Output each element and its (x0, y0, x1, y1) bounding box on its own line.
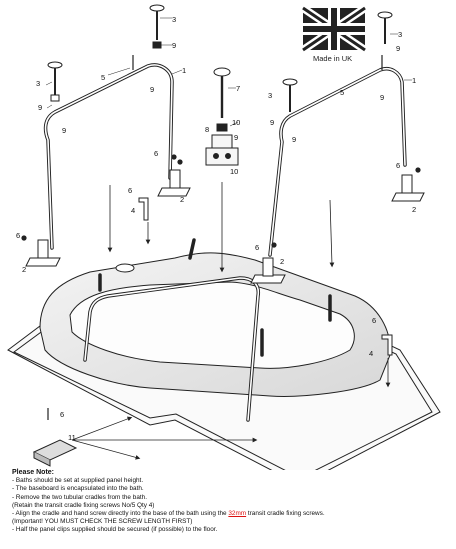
callout-9: 9 (292, 135, 296, 144)
note-line-5: - Align the cradle and hand screw direct… (12, 510, 452, 518)
note-line-4: (Retain the transit cradle fixing screws… (12, 501, 155, 509)
note-line-3: - Remove the two tubular cradles from th… (12, 493, 147, 501)
adjustable-foot-right (282, 11, 393, 112)
bath-assembly-diagram: 3 9 1 5 9 3 9 9 6 2 6 4 6 2 7 10 8 9 10 … (7, 4, 441, 470)
left-cradle-frame (43, 63, 174, 250)
callout-3: 3 (172, 15, 176, 24)
callout-6: 6 (255, 243, 259, 252)
panel-clip (32, 439, 78, 467)
callout-9: 9 (396, 44, 400, 53)
callout-4: 4 (369, 349, 373, 358)
callout-2: 2 (280, 257, 284, 266)
callout-5: 5 (340, 88, 344, 97)
fitted-cradles (83, 238, 332, 422)
callout-11: 11 (68, 433, 76, 442)
callout-4: 4 (131, 206, 135, 215)
l-brackets (138, 197, 393, 356)
right-cradle-frame (268, 67, 407, 257)
callout-9: 9 (234, 133, 238, 142)
centre-support-bracket (205, 134, 239, 166)
callout-6: 6 (372, 316, 376, 325)
screw-size-highlight: 32mm (228, 510, 247, 518)
callout-10: 10 (230, 167, 238, 176)
callout-2: 2 (180, 195, 184, 204)
callout-7: 7 (236, 84, 240, 93)
callout-9: 9 (38, 103, 42, 112)
callout-3: 3 (398, 30, 402, 39)
callout-9: 9 (270, 118, 274, 127)
notes-title: Please Note: (12, 469, 55, 476)
callout-6: 6 (154, 149, 158, 158)
made-in-label: Made in UK (313, 54, 353, 63)
leader-lines (45, 17, 412, 127)
callout-9: 9 (150, 85, 154, 94)
note-line-2: - The baseboard is encapsulated into the… (12, 485, 144, 493)
callout-2: 2 (412, 205, 416, 214)
note-line-5-post: transit cradle fixing screws. (246, 510, 325, 518)
note-line-5-pre: - Align the cradle and hand screw direct… (12, 510, 229, 518)
callout-6: 6 (16, 231, 20, 240)
callout-8: 8 (205, 125, 209, 134)
note-line-1: - Baths should be set at supplied panel … (12, 477, 144, 485)
fixing-screws (21, 55, 421, 420)
note-line-6: (Important! YOU MUST CHECK THE SCREW LEN… (12, 518, 193, 526)
installation-notes: Please Note: - Baths should be set at su… (12, 469, 452, 535)
bath-tub (39, 252, 391, 397)
callout-3: 3 (36, 79, 40, 88)
note-line-7: - Half the panel clips supplied should b… (12, 526, 218, 534)
adjustable-foot-top (149, 4, 165, 49)
union-jack-icon (300, 4, 368, 54)
callout-6: 6 (60, 410, 64, 419)
adjustable-foot-centre (213, 67, 231, 132)
callout-6: 6 (396, 161, 400, 170)
callout-1: 1 (182, 66, 186, 75)
callout-3: 3 (268, 91, 272, 100)
assembly-arrows (71, 182, 391, 460)
callout-9: 9 (380, 93, 384, 102)
callout-5: 5 (101, 73, 105, 82)
callout-numbers: 3 9 1 5 9 3 9 9 6 2 6 4 6 2 7 10 8 9 10 … (16, 15, 416, 442)
callout-2: 2 (22, 265, 26, 274)
callout-1: 1 (412, 76, 416, 85)
callout-6: 6 (128, 186, 132, 195)
callout-9: 9 (172, 41, 176, 50)
callout-10: 10 (232, 118, 240, 127)
adjustable-foot-left (47, 61, 63, 102)
callout-9: 9 (62, 126, 66, 135)
leg-base-brackets (25, 169, 425, 284)
